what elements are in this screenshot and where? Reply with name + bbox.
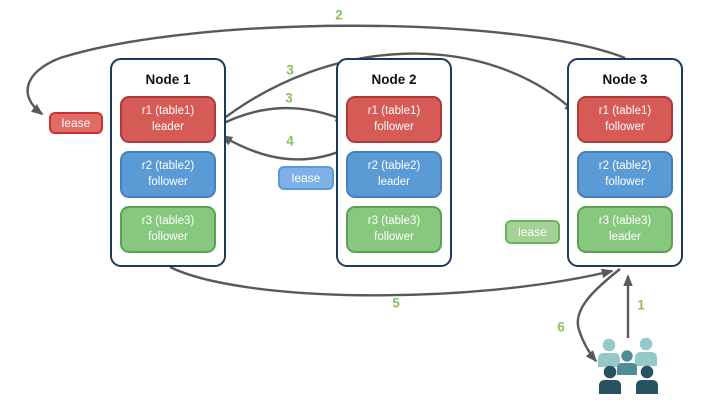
replica-range-label: r2 (table2) — [141, 160, 195, 173]
users-group-icon — [598, 337, 658, 394]
flow-arrow-2 — [26, 24, 626, 116]
node-1-replica-r3: r3 (table3) follower — [120, 206, 216, 253]
node-2-replica-r3: r3 (table3) follower — [346, 206, 442, 253]
flow-arrow-5 — [169, 265, 614, 297]
node-1-replica-r2: r2 (table2) follower — [120, 151, 216, 198]
flow-arrow-6 — [576, 268, 621, 363]
node-2-replica-r2: r2 (table2) leader — [346, 151, 442, 198]
node-3: Node 3 r1 (table1) follower r2 (table2) … — [567, 58, 683, 267]
flow-step-3b: 3 — [285, 90, 293, 106]
replica-role-label: follower — [148, 175, 188, 188]
replica-role-label: follower — [374, 230, 414, 243]
replica-role-label: leader — [152, 120, 184, 133]
flow-step-6: 6 — [557, 319, 565, 335]
node-3-replica-r2: r2 (table2) follower — [577, 151, 673, 198]
replica-range-label: r1 (table1) — [367, 105, 421, 118]
flow-step-3a: 3 — [286, 62, 294, 78]
node-2-replica-r1: r1 (table1) follower — [346, 96, 442, 143]
node-2-title: Node 2 — [371, 72, 417, 87]
replica-role-label: follower — [605, 175, 645, 188]
lease-badge-r3: lease — [505, 220, 560, 244]
node-1: Node 1 r1 (table1) leader r2 (table2) fo… — [110, 58, 226, 267]
node-3-replica-r1: r1 (table1) follower — [577, 96, 673, 143]
replica-range-label: r1 (table1) — [141, 105, 195, 118]
replica-range-label: r2 (table2) — [367, 160, 421, 173]
flow-step-1: 1 — [637, 297, 645, 313]
flow-step-2: 2 — [335, 7, 343, 23]
replica-role-label: follower — [148, 230, 188, 243]
lease-badge-r2: lease — [278, 166, 334, 190]
node-2: Node 2 r1 (table1) follower r2 (table2) … — [336, 58, 452, 267]
node-1-title: Node 1 — [145, 72, 191, 87]
node-3-replica-r3: r3 (table3) leader — [577, 206, 673, 253]
replica-range-label: r3 (table3) — [141, 215, 195, 228]
flow-step-5: 5 — [392, 295, 400, 311]
replica-role-label: follower — [605, 120, 645, 133]
replica-range-label: r2 (table2) — [598, 160, 652, 173]
replica-range-label: r3 (table3) — [367, 215, 421, 228]
replica-range-label: r3 (table3) — [598, 215, 652, 228]
replica-role-label: follower — [374, 120, 414, 133]
flow-arrow-3-to-node2 — [217, 106, 348, 128]
flow-arrow-3-to-node3 — [217, 52, 577, 124]
node-1-replica-r1: r1 (table1) leader — [120, 96, 216, 143]
lease-badge-r1: lease — [49, 112, 103, 134]
replica-role-label: leader — [378, 175, 410, 188]
replica-role-label: leader — [609, 230, 641, 243]
flow-arrow-4 — [220, 134, 351, 161]
replica-range-label: r1 (table1) — [598, 105, 652, 118]
node-3-title: Node 3 — [602, 72, 648, 87]
flow-step-4: 4 — [286, 133, 294, 149]
